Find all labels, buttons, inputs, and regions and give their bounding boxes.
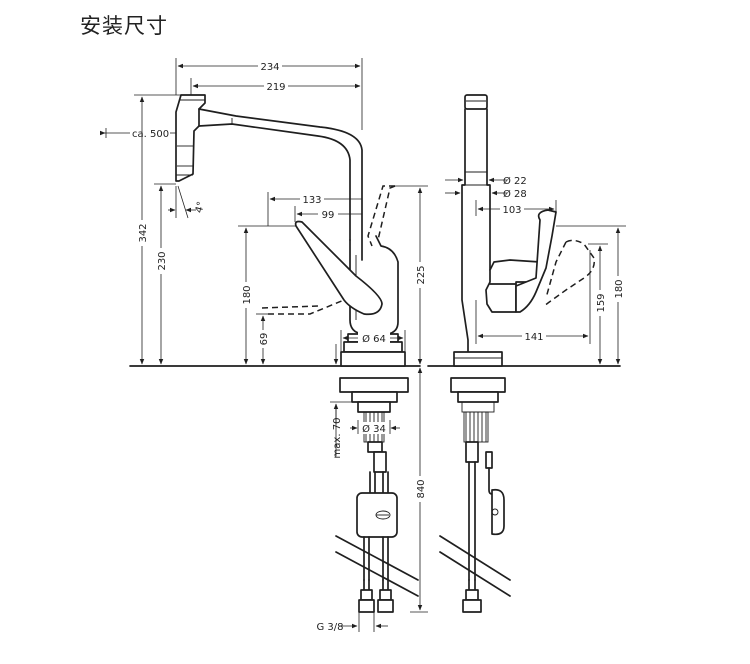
dim-180-right: 180 [614,279,625,298]
dim-g-3-8: G 3/8 [316,622,343,633]
dim-ca-500: ca. 500 [132,129,169,140]
dim-dia-22: Ø 22 [503,175,527,187]
side-view [427,94,621,613]
dim-159: 159 [596,293,607,312]
front-view [129,94,421,613]
dim-180-left: 180 [242,285,253,304]
spray-head [175,94,206,182]
dim-max-70: max. 70 [332,418,343,459]
dim-225: 225 [416,265,427,284]
dim-99: 99 [322,210,335,221]
front-dimensions: 234 219 ca. 500 342 230 4° 133 [99,58,428,633]
connector-left [360,589,373,601]
side-column [461,108,469,353]
dim-230: 230 [157,251,168,270]
mounting-plate [339,377,409,393]
lever-handle [294,220,383,316]
side-handle [515,209,557,313]
side-dimensions: Ø 22 Ø 28 103 159 180 141 [445,175,626,365]
dim-dia-64: Ø 64 [362,333,386,345]
dim-219: 219 [266,82,285,93]
dim-342: 342 [138,223,149,242]
dim-840: 840 [416,479,427,498]
dim-103: 103 [502,205,521,216]
dim-dia-28: Ø 28 [503,188,527,200]
connector-right [379,589,392,601]
dim-133: 133 [302,195,321,206]
dim-69: 69 [259,333,270,346]
dim-141: 141 [524,332,543,343]
faucet-body [349,235,399,335]
spout-arm [198,108,363,261]
dim-dia-34: Ø 34 [362,423,386,435]
dim-angle-4: 4° [194,200,208,214]
page-title: 安装尺寸 [80,14,168,38]
dim-234: 234 [260,62,279,73]
